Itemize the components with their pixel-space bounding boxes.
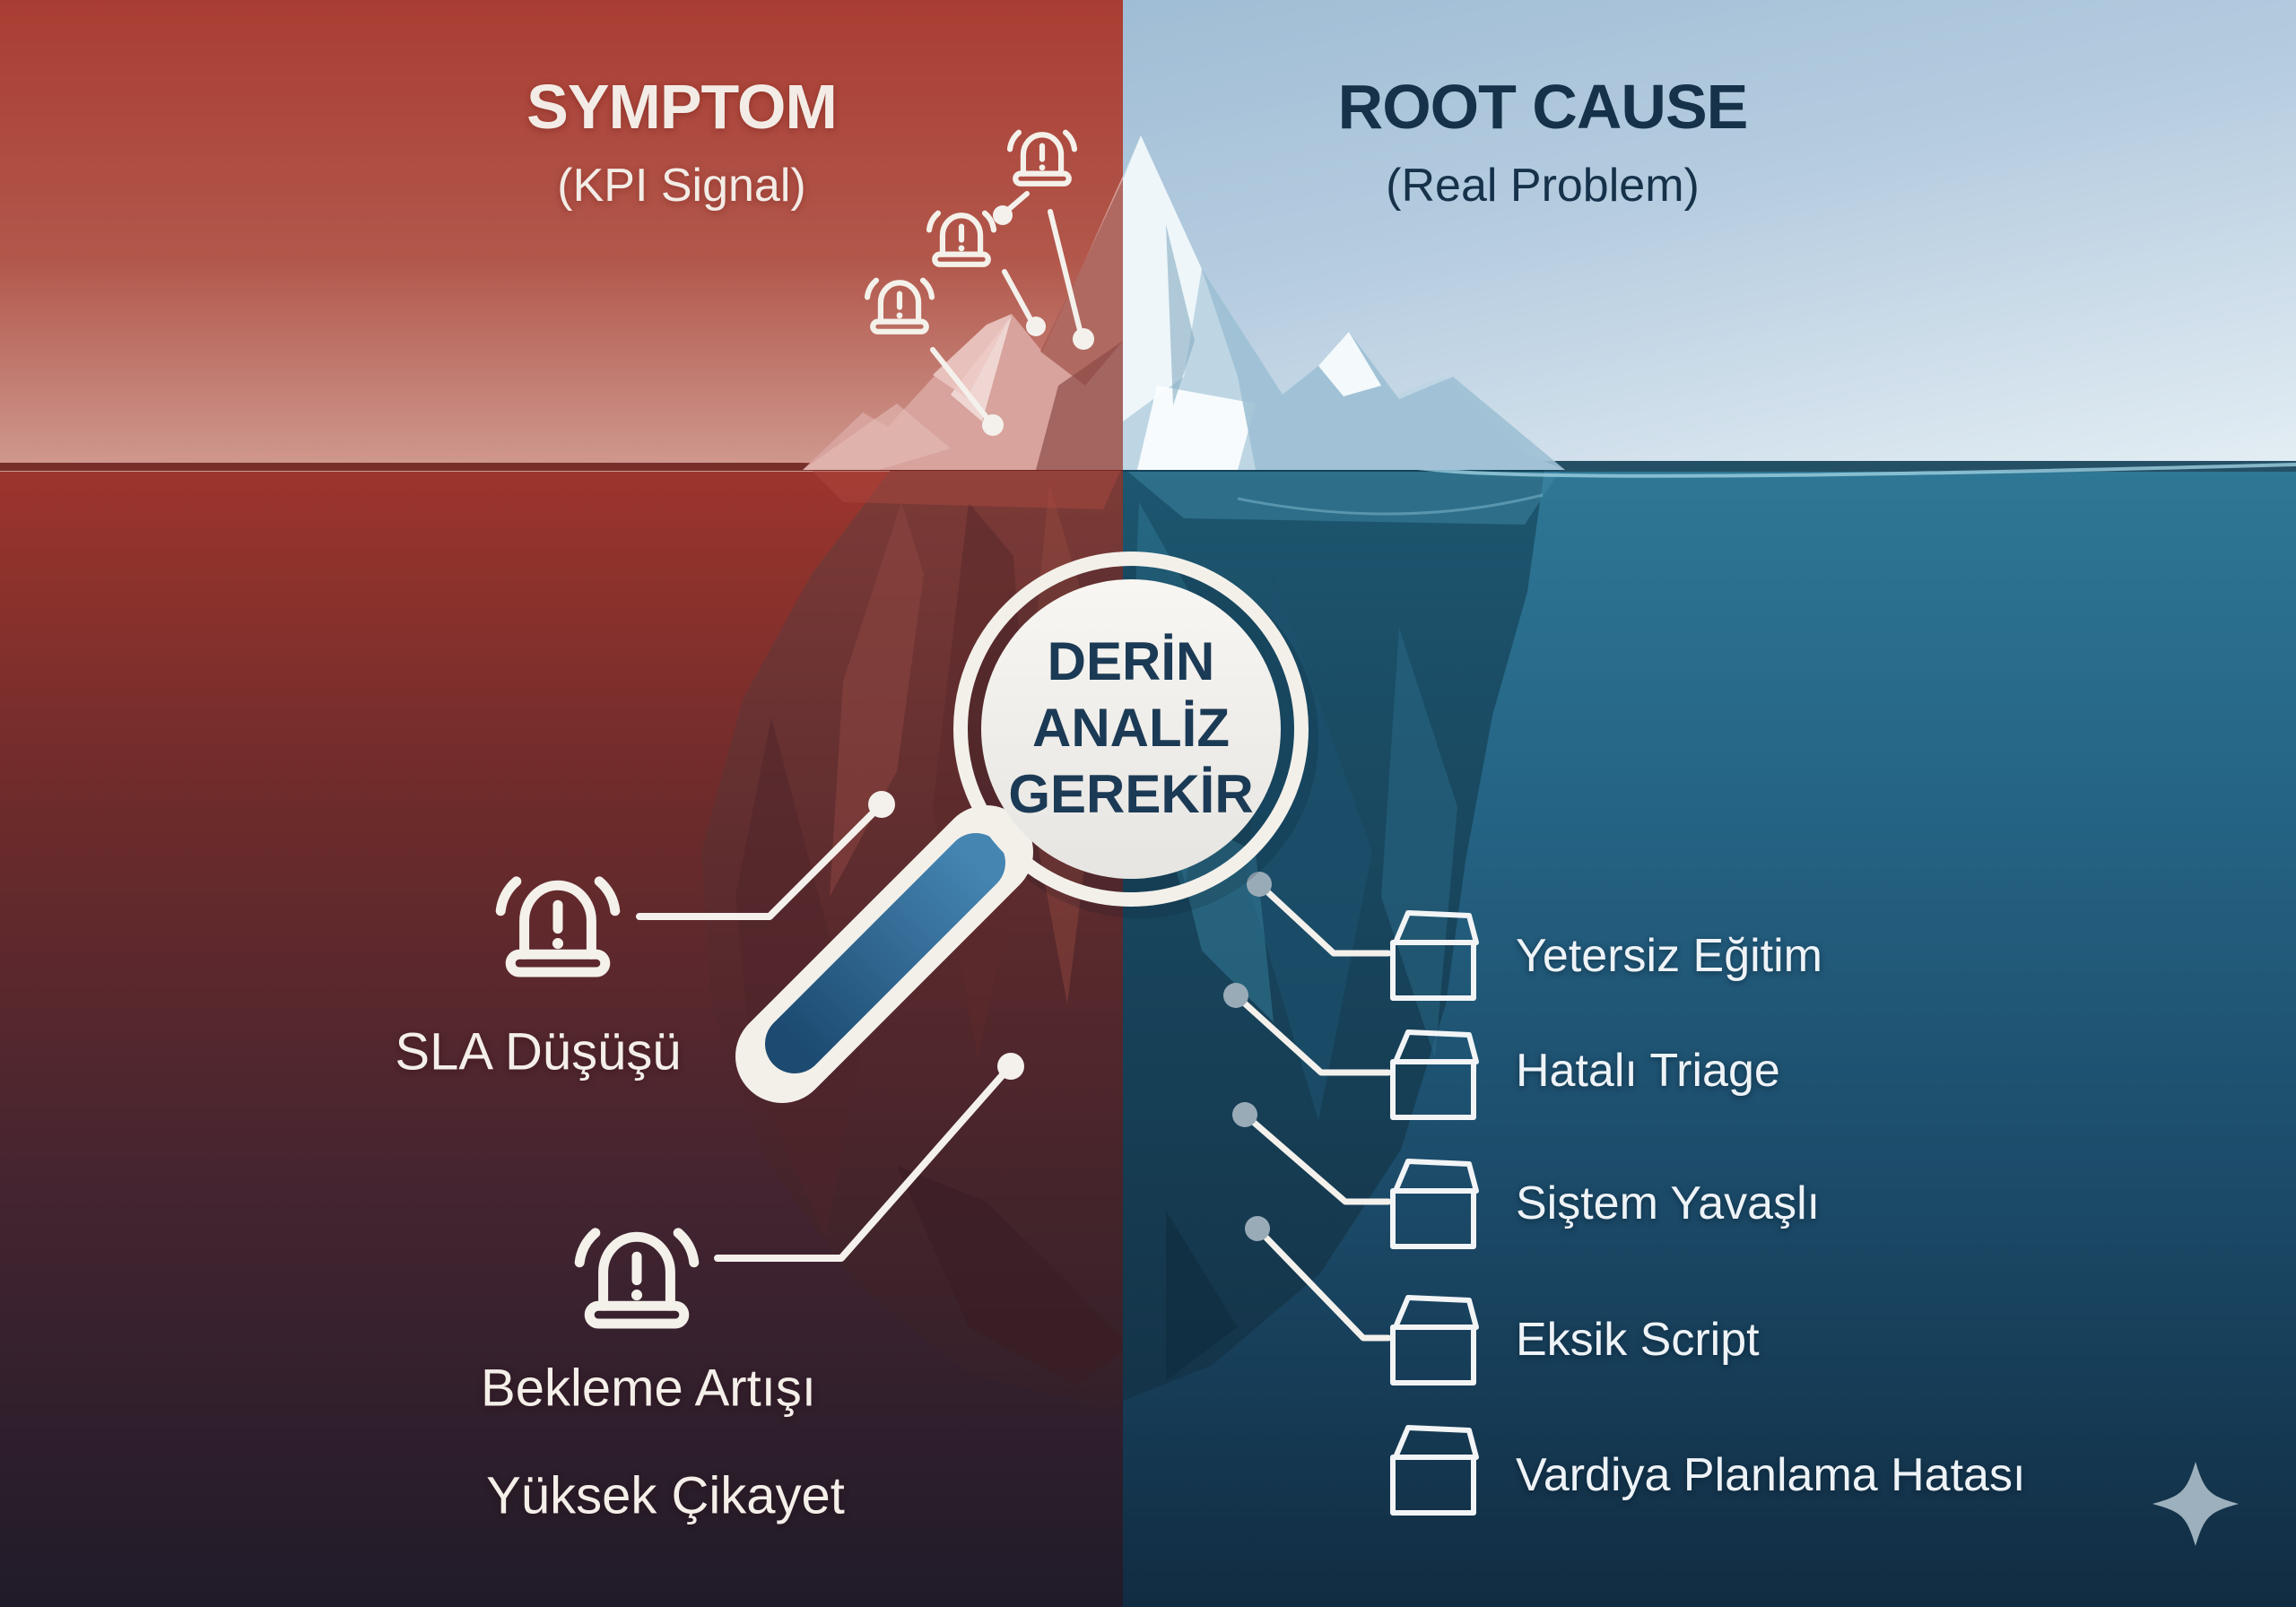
lens-message: DERİN ANALİZ GEREKİR	[1008, 629, 1253, 828]
root-cause-connectors	[1223, 872, 1392, 1342]
cause-label-2: Hatalı Triage	[1516, 1045, 1780, 1097]
magnifier-outer-ring	[953, 552, 1309, 907]
lens-line-1: DERİN	[1047, 631, 1215, 691]
cause-label-4: Eksik Script	[1516, 1314, 1760, 1366]
cause-label-1: Yetersiz Eğitim	[1516, 930, 1822, 982]
lens-line-2: ANALİZ	[1032, 698, 1230, 758]
alarm-icon-top-2	[929, 213, 994, 265]
symptom-label-yuksek: Yüksek Çikayet	[486, 1466, 845, 1525]
sparkle-icon	[2152, 1462, 2239, 1546]
kpi-alert-cluster	[930, 191, 1094, 436]
alarm-icon-top-3	[867, 281, 932, 332]
box-icon-4	[1393, 1298, 1476, 1383]
magnifier-lens	[981, 579, 1281, 879]
cause-label-3: Siştem Yavaşlı	[1516, 1177, 1821, 1229]
symptom-connectors	[636, 791, 1024, 1262]
cause-label-5: Vardiya Planlama Hatası	[1516, 1449, 2026, 1501]
magnifier	[735, 552, 1318, 1103]
alarm-icon-sla	[500, 882, 615, 972]
symptom-subtitle: (KPI Signal)	[557, 160, 806, 212]
box-icon-5	[1393, 1428, 1476, 1513]
lens-line-3: GEREKİR	[1008, 764, 1254, 824]
symptom-title: SYMPTOM	[526, 72, 838, 142]
symptom-label-sla: SLA Düşüşü	[395, 1022, 682, 1081]
alarm-icon-bekleme	[579, 1233, 694, 1324]
root-cause-subtitle: (Real Problem)	[1386, 160, 1700, 212]
magnifier-handle	[765, 833, 1005, 1073]
box-icon-3	[1393, 1161, 1476, 1247]
root-cause-title: ROOT CAUSE	[1337, 72, 1749, 142]
alarm-icon-top-1	[1010, 133, 1074, 184]
symptom-label-bekleme: Bekleme Artışı	[481, 1359, 816, 1418]
